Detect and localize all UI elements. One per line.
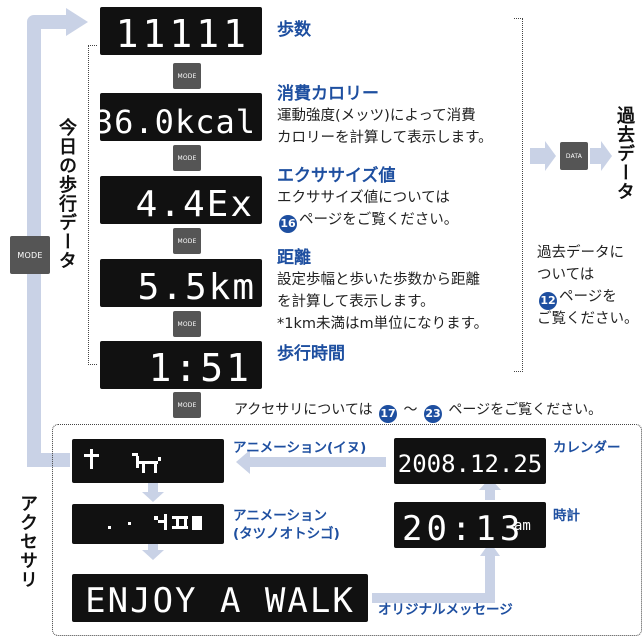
mode-button-3[interactable]: MODE [173, 228, 201, 254]
past-note-3-text: ページを [559, 289, 617, 305]
lcd-message: ENJOY A WALK [72, 574, 368, 622]
seahorse-animation-icon [108, 514, 202, 530]
today-bracket-left [88, 45, 97, 365]
calories-title: 消費カロリー [277, 84, 379, 104]
accessory-header-suffix: ページをご覧ください。 [448, 402, 603, 418]
lcd-exercise-value: 4.4Ex [136, 184, 254, 224]
lcd-clock-value: 20:13 [402, 509, 524, 548]
past-note-2: ついては [537, 267, 595, 283]
lcd-message-value: ENJOY A WALK [85, 581, 355, 621]
lcd-calendar: 2008.12.25 [394, 438, 546, 484]
clock-title: 時計 [553, 508, 580, 524]
exercise-title: エクササイズ値 [277, 166, 396, 186]
calories-desc-2: カロリーを計算して表示します。 [277, 130, 493, 146]
seahorse-title-1: アニメーション [233, 508, 327, 524]
lcd-calendar-value: 2008.12.25 [398, 450, 543, 478]
lcd-calories-value: 236.0kcal [100, 103, 256, 141]
mode-button-side[interactable]: MODE [10, 236, 50, 274]
past-note-1: 過去データに [537, 245, 624, 261]
message-title: オリジナルメッセージ [378, 602, 513, 618]
lcd-steps: 11111 [100, 7, 262, 55]
lcd-walking-time-value: 1:51 [148, 346, 252, 389]
page-badge-12: 12 [539, 292, 557, 310]
steps-title: 歩数 [277, 20, 311, 40]
accessory-header-tilde: 〜 [403, 402, 418, 418]
page-badge-16: 16 [279, 215, 297, 233]
calendar-title: カレンダー [553, 440, 621, 456]
lcd-clock: 20:13 am [394, 502, 546, 548]
seahorse-title-2: (タツノオトシゴ) [233, 526, 340, 542]
past-data-label: 過去データ [614, 106, 635, 201]
mode-button-1[interactable]: MODE [173, 63, 201, 89]
today-bracket-right [514, 18, 523, 372]
lcd-steps-value: 11111 [116, 12, 250, 55]
calories-desc-1: 運動強度(メッツ)によって消費 [277, 108, 476, 124]
distance-desc-1: 設定歩幅と歩いた歩数から距離 [277, 272, 480, 288]
distance-desc-2: を計算して表示します。 [277, 294, 435, 310]
accessory-header: アクセサリについては 17 〜 23 ページをご覧ください。 [234, 399, 602, 423]
accessory-box [52, 424, 642, 636]
mode-button-4[interactable]: MODE [173, 311, 201, 337]
dog-animation-title: アニメーション(イヌ) [233, 440, 367, 456]
lcd-exercise: 4.4Ex [100, 176, 262, 224]
mode-button-2[interactable]: MODE [173, 145, 201, 171]
exercise-desc-1: エクササイズ値については [277, 190, 450, 206]
distance-title: 距離 [277, 248, 311, 268]
lcd-clock-suffix: am [514, 518, 531, 534]
distance-desc-3: *1km未満はm単位になります。 [277, 316, 489, 332]
mode-button-5[interactable]: MODE [173, 392, 201, 418]
lcd-calories: 236.0kcal [100, 93, 262, 141]
walking-time-title: 歩行時間 [277, 344, 345, 364]
lcd-walking-time: 1:51 [100, 341, 262, 389]
exercise-desc-2-text: ページをご覧ください。 [299, 212, 459, 228]
page-badge-23: 23 [423, 405, 442, 423]
lcd-distance-value: 5.5km [138, 267, 256, 307]
lcd-seahorse-animation [72, 504, 224, 544]
lcd-distance: 5.5km [100, 259, 262, 307]
accessory-label: アクセサリ [17, 494, 38, 589]
dog-animation-icon [84, 449, 161, 473]
page-badge-17: 17 [379, 405, 398, 423]
lcd-dog-animation [72, 439, 224, 483]
today-data-label: 今日の歩行データ [56, 118, 77, 270]
accessory-header-prefix: アクセサリについては [234, 402, 373, 418]
past-note-4: ご覧ください。 [537, 311, 639, 327]
data-button[interactable]: DATA [560, 142, 588, 170]
